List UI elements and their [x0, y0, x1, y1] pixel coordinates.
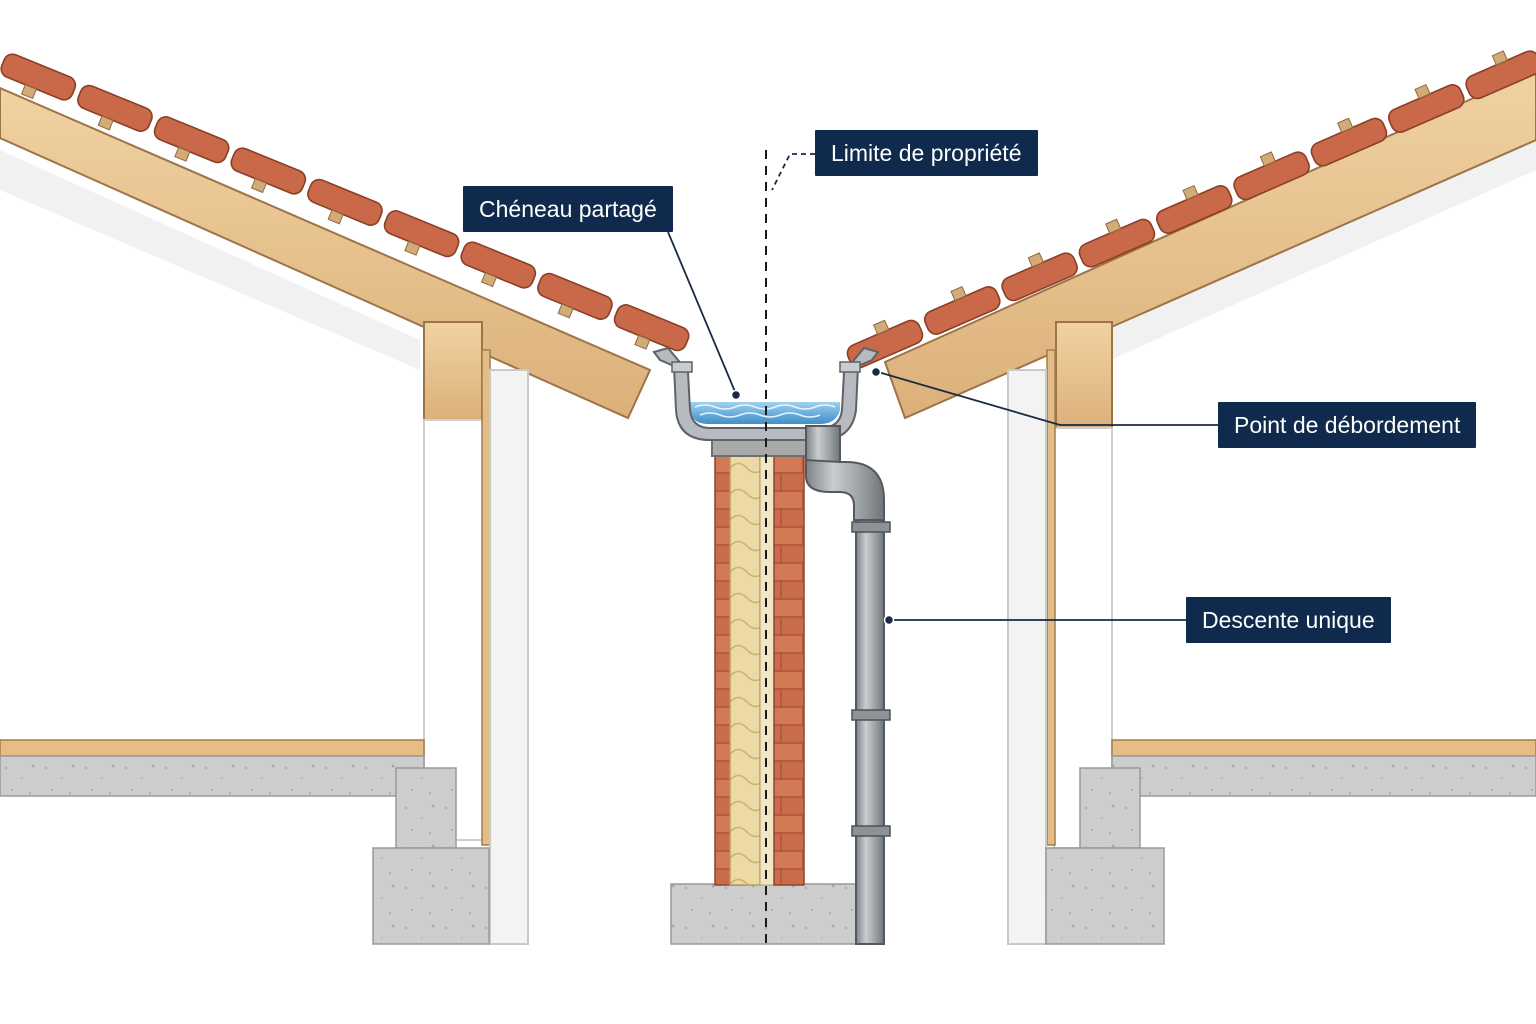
left-inner-panel	[489, 369, 529, 945]
leader-lines	[667, 153, 1218, 626]
left-roof-batten	[250, 178, 268, 194]
right-rafter	[883, 68, 1536, 420]
downpipe-elbow	[805, 458, 885, 521]
right-roof-batten	[1182, 184, 1199, 201]
left-roof-tile	[537, 272, 613, 320]
left-roof-tiles	[0, 53, 690, 352]
right-roof-batten	[950, 285, 967, 302]
right-footing	[1045, 847, 1165, 945]
right-inner-panel	[1007, 369, 1047, 945]
party-wall-bricks-right	[773, 454, 805, 886]
right-building	[846, 50, 1536, 945]
right-stud	[1046, 349, 1056, 846]
gutter-profile	[652, 346, 880, 441]
left-rafter	[0, 86, 652, 420]
downpipe-outlet	[805, 425, 841, 463]
right-roof-batten	[1105, 218, 1122, 234]
left-roof-tile	[460, 241, 537, 289]
left-roof-batten	[174, 146, 191, 162]
right-roof-batten	[1259, 151, 1276, 167]
left-building	[0, 53, 690, 945]
leader-single-downpipe-dot	[883, 614, 895, 626]
left-roof-tile	[383, 210, 460, 258]
left-floor-board	[0, 739, 425, 757]
party-wall-insulation	[729, 454, 761, 886]
left-roof-tile	[613, 304, 690, 352]
left-roof-batten	[97, 115, 114, 131]
leader-shared-gutter	[667, 231, 737, 395]
downpipe-bracket-2	[851, 709, 891, 721]
right-roof-batten	[1414, 83, 1431, 100]
left-footing	[372, 847, 490, 945]
leader-shared-gutter-dot	[730, 389, 742, 401]
right-roof-batten	[873, 319, 890, 335]
right-timber-post	[1055, 321, 1113, 431]
right-roof-batten	[1027, 252, 1044, 268]
gutter-lip-right	[839, 361, 861, 373]
leader-overflow-point-dot	[870, 366, 882, 378]
left-roof-batten	[20, 84, 38, 100]
left-roof-tile	[230, 147, 307, 195]
party-wall	[670, 429, 862, 945]
left-roof-tile	[307, 178, 383, 226]
gutter-lip-left	[671, 361, 693, 373]
right-slab	[1111, 755, 1536, 797]
left-roof-batten	[634, 334, 651, 350]
right-floor-board	[1111, 739, 1536, 757]
left-roof-batten	[327, 209, 344, 225]
label-property-line: Limite de propriété	[815, 130, 1038, 176]
right-roof-tiles	[846, 50, 1536, 369]
downpipe-vertical	[855, 519, 885, 945]
downpipe-bracket-3	[851, 825, 891, 837]
leader-property-line	[771, 153, 815, 191]
left-roof-tile	[153, 116, 230, 164]
label-shared-gutter: Chéneau partagé	[463, 186, 673, 232]
left-roof-batten	[404, 240, 421, 256]
left-slab-step	[395, 767, 457, 849]
label-overflow-point: Point de débordement	[1218, 402, 1477, 448]
right-roof-batten	[1491, 50, 1508, 66]
left-roof-batten	[557, 303, 574, 319]
right-roof-batten	[1337, 117, 1354, 133]
left-roof-shadow	[0, 150, 420, 370]
right-slab-step	[1079, 767, 1141, 849]
left-timber-post	[423, 321, 483, 423]
label-single-downpipe: Descente unique	[1186, 597, 1391, 643]
left-stud	[481, 349, 491, 846]
single-downpipe	[805, 425, 891, 945]
left-roof-batten	[480, 272, 498, 288]
left-slab	[0, 755, 425, 797]
leader-overflow-point	[877, 371, 1218, 426]
downpipe-bracket-1	[851, 521, 891, 533]
